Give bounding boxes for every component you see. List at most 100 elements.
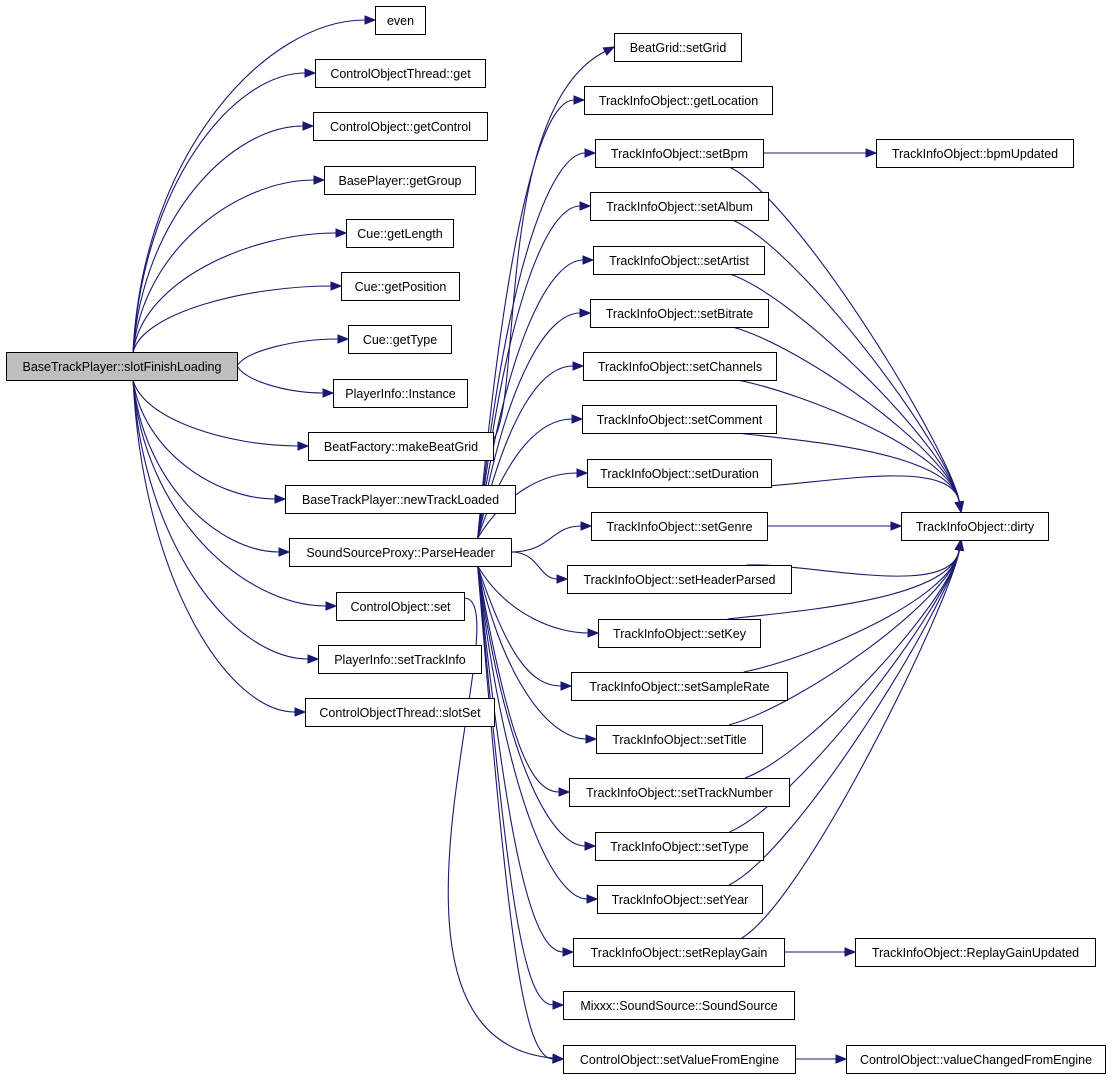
node-root[interactable]: BaseTrackPlayer::slotFinishLoading: [6, 352, 238, 381]
node-box[interactable]: [590, 192, 769, 221]
node-co-vcfe[interactable]: ControlObject::valueChangedFromEngine: [846, 1045, 1106, 1074]
node-box[interactable]: [598, 619, 761, 648]
node-box[interactable]: [587, 459, 772, 488]
node-box[interactable]: [563, 991, 795, 1020]
node-cue-getPosition[interactable]: Cue::getPosition: [341, 272, 460, 301]
node-tio-bpmUpdated[interactable]: TrackInfoObject::bpmUpdated: [876, 139, 1074, 168]
node-box[interactable]: [569, 778, 790, 807]
arrowhead-ssp_parse-to-tio_setChannels: [572, 361, 585, 371]
node-box[interactable]: [876, 139, 1074, 168]
node-tio-setType[interactable]: TrackInfoObject::setType: [595, 832, 764, 861]
node-box[interactable]: [375, 6, 426, 35]
node-box[interactable]: [336, 592, 465, 621]
edge-root-to-co_set: [132, 379, 327, 607]
node-tio-setYear[interactable]: TrackInfoObject::setYear: [597, 885, 763, 914]
node-bf-make[interactable]: BeatFactory::makeBeatGrid: [308, 432, 494, 461]
node-mixxx-ss[interactable]: Mixxx::SoundSource::SoundSource: [563, 991, 795, 1020]
node-even[interactable]: even: [375, 6, 426, 35]
node-bp-getGroup[interactable]: BasePlayer::getGroup: [324, 166, 476, 195]
node-box[interactable]: [324, 166, 476, 195]
arrowhead-ssp_parse-to-tio_setArtist: [582, 255, 595, 265]
node-tio-setGenre[interactable]: TrackInfoObject::setGenre: [591, 512, 768, 541]
edge-tio_setKey-to-tio_dirty: [727, 549, 960, 620]
node-tio-setArtist[interactable]: TrackInfoObject::setArtist: [593, 246, 765, 275]
arrowhead-bf_make-to-bg_setGrid: [602, 46, 616, 56]
node-box[interactable]: [318, 645, 482, 674]
node-tio-setComment[interactable]: TrackInfoObject::setComment: [582, 405, 777, 434]
node-box[interactable]: [6, 352, 238, 381]
node-tio-rgUpdated[interactable]: TrackInfoObject::ReplayGainUpdated: [855, 938, 1096, 967]
node-box[interactable]: [308, 432, 494, 461]
node-cue-getLength[interactable]: Cue::getLength: [346, 219, 454, 248]
node-box[interactable]: [346, 219, 454, 248]
node-box[interactable]: [305, 698, 495, 727]
node-tio-setHeaderParsed[interactable]: TrackInfoObject::setHeaderParsed: [567, 565, 792, 594]
node-box[interactable]: [315, 59, 486, 88]
node-box[interactable]: [596, 725, 763, 754]
node-label: ControlObject::set: [350, 600, 451, 614]
node-box[interactable]: [593, 246, 765, 275]
arrowhead-ssp_parse-to-tio_setBpm: [584, 148, 597, 158]
node-box[interactable]: [573, 938, 785, 967]
node-box[interactable]: [567, 565, 792, 594]
node-tio-setReplayGain[interactable]: TrackInfoObject::setReplayGain: [573, 938, 785, 967]
node-box[interactable]: [591, 512, 768, 541]
node-box[interactable]: [289, 538, 512, 567]
node-co-setVFE[interactable]: ControlObject::setValueFromEngine: [563, 1045, 796, 1074]
arrowhead-root-to-pi_instance: [322, 388, 335, 398]
arrowhead-ssp_parse-to-tio_setTrackNumber: [558, 787, 571, 797]
node-co-set[interactable]: ControlObject::set: [336, 592, 465, 621]
node-tio-setBpm[interactable]: TrackInfoObject::setBpm: [595, 139, 764, 168]
node-co-getControl[interactable]: ControlObject::getControl: [313, 112, 488, 141]
node-box[interactable]: [582, 405, 777, 434]
edge-tio_setChannels-to-tio_dirty: [737, 379, 960, 503]
edge-ssp_parse-to-co_setVFE: [477, 565, 554, 1060]
node-pi-instance[interactable]: PlayerInfo::Instance: [333, 379, 468, 408]
node-box[interactable]: [285, 485, 516, 514]
node-box[interactable]: [846, 1045, 1106, 1074]
node-label: PlayerInfo::setTrackInfo: [334, 653, 466, 667]
edge-tio_setBitrate-to-tio_dirty: [732, 326, 960, 503]
node-pi-set[interactable]: PlayerInfo::setTrackInfo: [318, 645, 482, 674]
node-box[interactable]: [584, 86, 773, 115]
node-box[interactable]: [348, 325, 452, 354]
node-box[interactable]: [597, 885, 763, 914]
node-tio-getLocation[interactable]: TrackInfoObject::getLocation: [584, 86, 773, 115]
node-label: TrackInfoObject::setHeaderParsed: [584, 573, 776, 587]
node-tio-setAlbum[interactable]: TrackInfoObject::setAlbum: [590, 192, 769, 221]
node-tio-setSampleRate[interactable]: TrackInfoObject::setSampleRate: [571, 672, 788, 701]
node-box[interactable]: [614, 33, 742, 62]
node-box[interactable]: [571, 672, 788, 701]
node-tio-dirty[interactable]: TrackInfoObject::dirty: [901, 512, 1049, 541]
node-box[interactable]: [855, 938, 1096, 967]
node-tio-setTitle[interactable]: TrackInfoObject::setTitle: [596, 725, 763, 754]
node-box[interactable]: [313, 112, 488, 141]
node-bg-setGrid[interactable]: BeatGrid::setGrid: [614, 33, 742, 62]
node-tio-setKey[interactable]: TrackInfoObject::setKey: [598, 619, 761, 648]
node-box[interactable]: [341, 272, 460, 301]
node-box[interactable]: [901, 512, 1049, 541]
node-cot-slotSet[interactable]: ControlObjectThread::slotSet: [305, 698, 495, 727]
node-cot-get[interactable]: ControlObjectThread::get: [315, 59, 486, 88]
node-box[interactable]: [595, 832, 764, 861]
arrowhead-ssp_parse-to-mixxx_ss: [552, 1000, 565, 1010]
node-tio-setTrackNumber[interactable]: TrackInfoObject::setTrackNumber: [569, 778, 790, 807]
node-box[interactable]: [595, 139, 764, 168]
node-cue-getType[interactable]: Cue::getType: [348, 325, 452, 354]
node-box[interactable]: [590, 299, 769, 328]
node-box[interactable]: [583, 352, 777, 381]
node-label: ControlObjectThread::slotSet: [319, 706, 481, 720]
node-box[interactable]: [563, 1045, 796, 1074]
edge-tio_setType-to-tio_dirty: [729, 549, 960, 833]
node-tio-setDuration[interactable]: TrackInfoObject::setDuration: [587, 459, 772, 488]
node-btp-new[interactable]: BaseTrackPlayer::newTrackLoaded: [285, 485, 516, 514]
edge-ssp_parse-to-tio_setDuration: [477, 472, 578, 539]
node-box[interactable]: [333, 379, 468, 408]
node-ssp-parse[interactable]: SoundSourceProxy::ParseHeader: [289, 538, 512, 567]
edge-tio_setComment-to-tio_dirty: [737, 432, 960, 503]
arrowhead-tio_setReplayGain-to-tio_dirty: [954, 538, 964, 552]
node-tio-setChannels[interactable]: TrackInfoObject::setChannels: [583, 352, 777, 381]
node-tio-setBitrate[interactable]: TrackInfoObject::setBitrate: [590, 299, 769, 328]
edge-ssp_parse-to-tio_setSampleRate: [477, 565, 562, 687]
edge-root-to-pi_set: [132, 379, 309, 660]
